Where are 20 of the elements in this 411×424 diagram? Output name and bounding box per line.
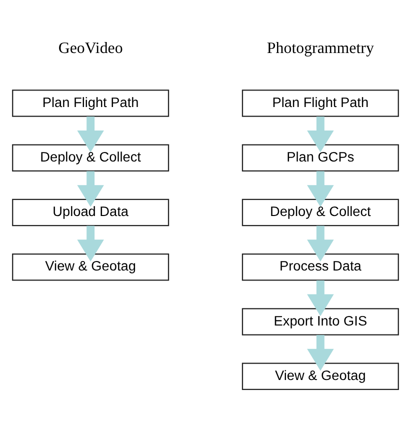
arrow: [77, 170, 104, 206]
arrow: [307, 334, 334, 370]
node-box: Plan GCPs: [242, 144, 399, 172]
node-box: Deploy & Collect: [12, 144, 170, 172]
arrow: [77, 116, 104, 152]
node-box: Process Data: [242, 252, 399, 280]
node-box: View & Geotag: [12, 252, 170, 280]
node-box: Export Into GIS: [242, 308, 399, 335]
label: GeoVideo: [58, 39, 123, 56]
arrow: [307, 170, 334, 206]
node-box: Plan Flight Path: [242, 89, 399, 116]
node-box: View & Geotag: [242, 362, 399, 390]
node-box: Plan Flight Path: [12, 89, 170, 116]
arrow: [77, 225, 104, 262]
label: Photogrammetry: [266, 39, 374, 56]
arrow: [307, 116, 334, 152]
node-box: Deploy & Collect: [242, 198, 399, 226]
node-box: Upload Data: [12, 198, 170, 226]
arrow: [307, 280, 334, 316]
arrow: [307, 225, 334, 262]
